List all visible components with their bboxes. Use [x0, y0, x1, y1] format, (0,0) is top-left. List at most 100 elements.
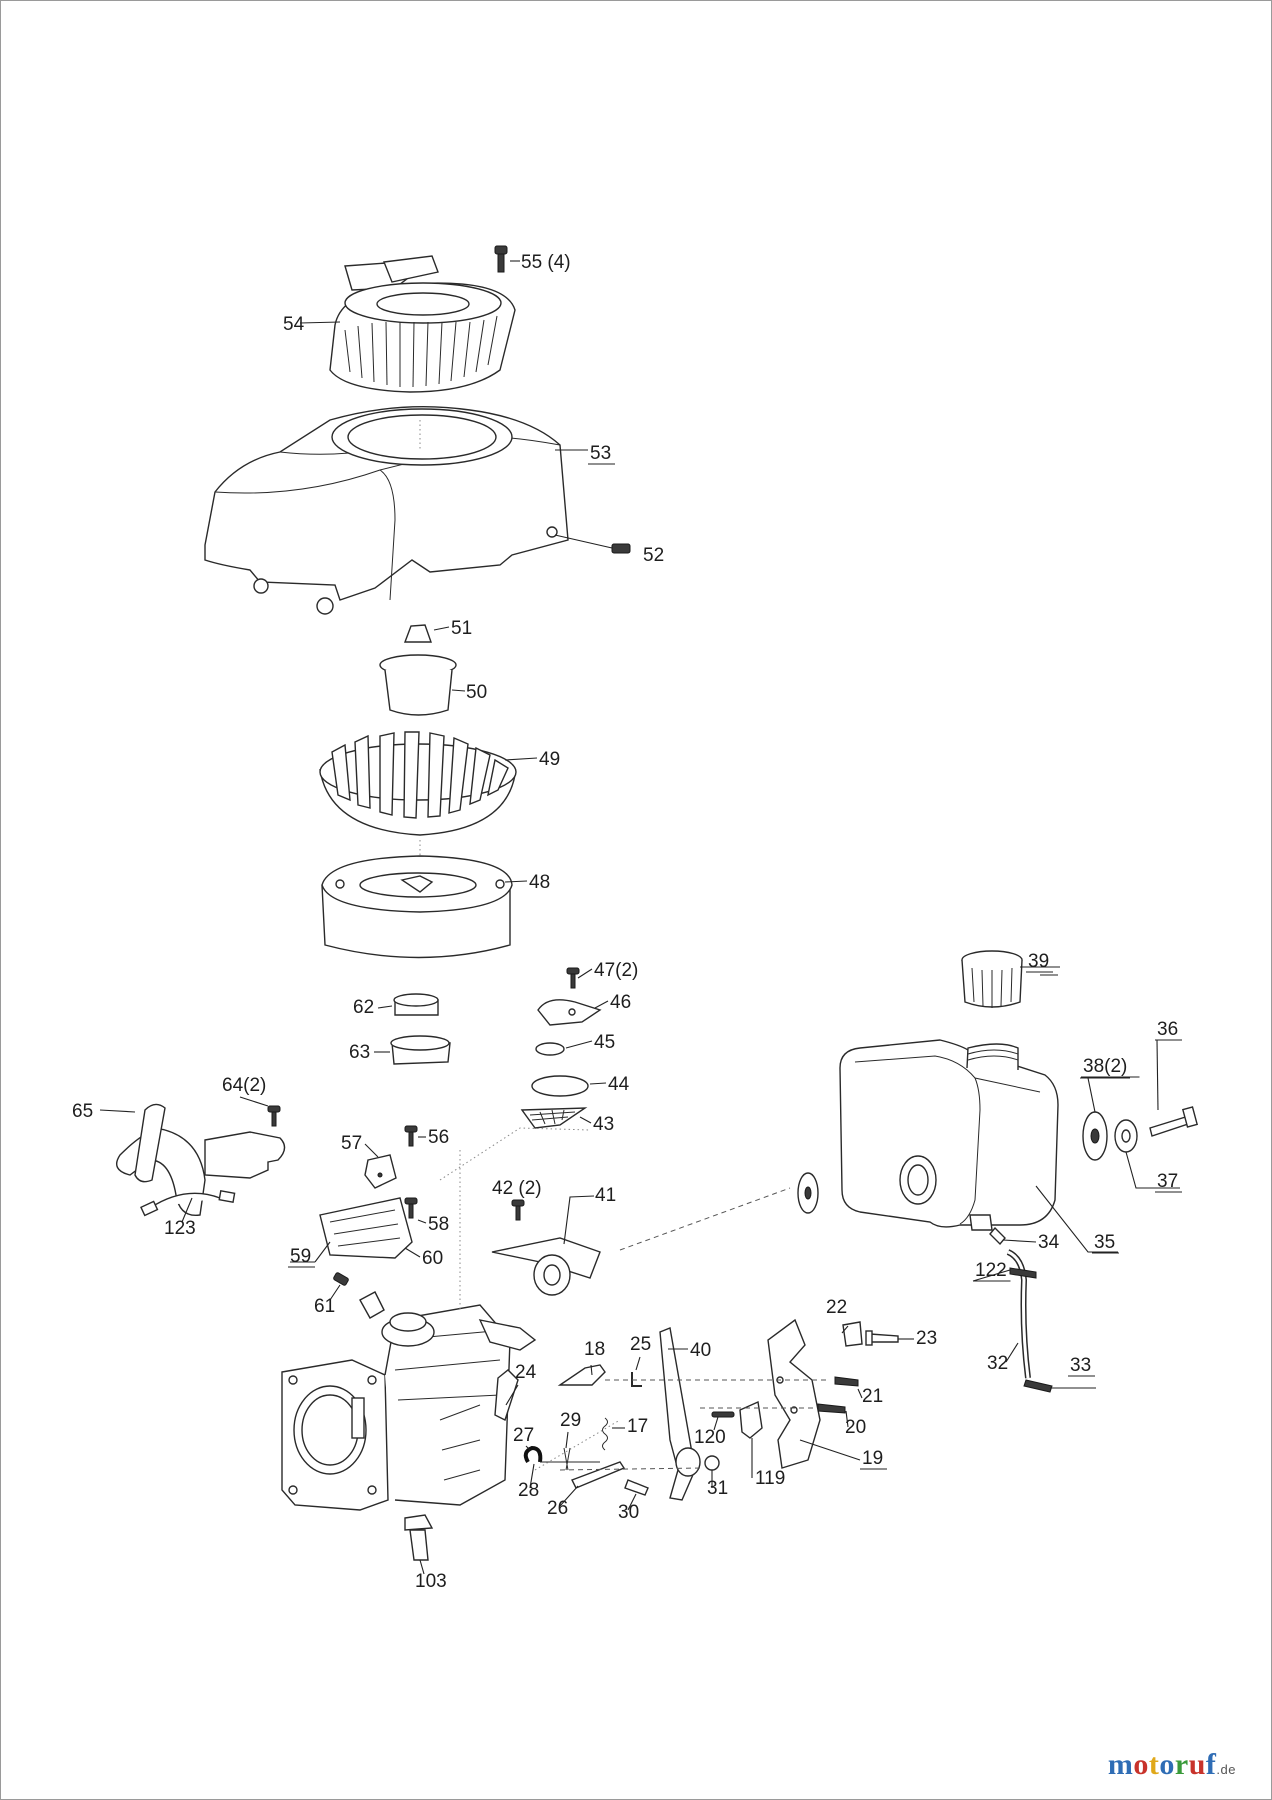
callout-p62: 62: [353, 997, 374, 1018]
callout-labels: 55 (4)5453525150494847(2)46454443626364(…: [72, 252, 1182, 1592]
part-44-gasket: [531, 1075, 589, 1097]
watermark-letter: t: [1148, 1748, 1160, 1781]
part-54-recoil-starter: [329, 255, 516, 393]
part-57-bracket: [364, 1154, 397, 1189]
callout-p56: 56: [428, 1127, 449, 1148]
part-48-flywheel-plate: [321, 840, 513, 959]
part-32-fuel-line: [1006, 1249, 1031, 1379]
watermark-logo: motoruf.de: [1108, 1748, 1236, 1782]
callout-p40: 40: [690, 1340, 711, 1361]
part-52-screw: [554, 534, 631, 554]
part-17-spring: [602, 1417, 608, 1451]
callout-p17: 17: [627, 1416, 648, 1437]
watermark-letter: o: [1133, 1748, 1149, 1781]
part-55-screw: [494, 245, 508, 273]
part-21-screw: [834, 1376, 859, 1387]
part-38-washer-right: [1082, 1111, 1108, 1161]
callout-p38: 38(2): [1083, 1056, 1127, 1077]
callout-p51: 51: [451, 618, 472, 639]
callout-p122: 122: [975, 1260, 1007, 1281]
callout-p58: 58: [428, 1214, 449, 1235]
callout-p55: 55 (4): [521, 252, 571, 273]
part-37-washer: [1114, 1119, 1138, 1153]
watermark-tld: .de: [1216, 1762, 1236, 1777]
callout-p49: 49: [539, 749, 560, 770]
part-56-screw: [404, 1125, 418, 1147]
part-45-gasket: [535, 1042, 565, 1056]
callout-p50: 50: [466, 682, 487, 703]
part-46-cover: [537, 999, 602, 1026]
part-47-screw: [566, 967, 580, 989]
part-38-washer-left: [797, 1172, 819, 1214]
callout-p39: 39: [1028, 951, 1049, 972]
watermark-letter: f: [1205, 1748, 1217, 1781]
part-33-clamp: [1023, 1379, 1053, 1393]
part-103-plug: [404, 1514, 434, 1561]
guide-line-linkage-4: [534, 1419, 621, 1471]
part-49-flywheel: [319, 731, 517, 836]
part-61-screw: [333, 1272, 349, 1286]
part-36-bolt: [1149, 1106, 1199, 1137]
part-51-nut: [403, 624, 432, 643]
part-120-pin: [711, 1411, 735, 1418]
part-25-bracket: [631, 1372, 642, 1387]
watermark-letter: o: [1159, 1748, 1175, 1781]
callout-p120: 120: [694, 1427, 726, 1448]
part-64-coil: [204, 1105, 286, 1179]
callout-p33: 33: [1070, 1355, 1091, 1376]
part-30-bolt: [624, 1479, 649, 1496]
callout-p20: 20: [845, 1417, 866, 1438]
guide-line-filter: [439, 1127, 591, 1181]
part-26-governor-arm: [540, 1461, 626, 1489]
callout-p123: 123: [164, 1218, 196, 1239]
callout-p45: 45: [594, 1032, 615, 1053]
callout-p32: 32: [987, 1353, 1008, 1374]
callout-p31: 31: [707, 1478, 728, 1499]
part-59-60-plate: [319, 1197, 413, 1259]
callout-p103: 103: [415, 1571, 447, 1592]
part-31-nut: [704, 1455, 720, 1471]
part-62-collar: [393, 993, 439, 1016]
engine-block: [281, 1150, 537, 1511]
part-27-clip: [523, 1445, 543, 1464]
callout-p64: 64(2): [222, 1075, 266, 1096]
callout-p21: 21: [862, 1386, 883, 1407]
part-41-exhaust-gasket: [491, 1237, 601, 1296]
callout-p19: 19: [862, 1448, 883, 1469]
part-122-clamp: [1009, 1267, 1037, 1279]
part-42-screw: [511, 1199, 525, 1221]
callout-p60: 60: [422, 1248, 443, 1269]
guide-line-tank: [619, 1187, 791, 1251]
callout-p37: 37: [1157, 1171, 1178, 1192]
part-63-collar: [390, 1035, 451, 1065]
part-19-control-plate: [767, 1318, 821, 1469]
part-119-bracket: [739, 1400, 763, 1439]
callout-p22: 22: [826, 1297, 847, 1318]
callout-p54: 54: [283, 314, 305, 335]
callout-p61: 61: [314, 1296, 335, 1317]
watermark-letter: r: [1174, 1748, 1189, 1781]
part-22-clip: [842, 1321, 863, 1347]
part-58-screw: [404, 1197, 418, 1219]
callout-p23: 23: [916, 1328, 937, 1349]
callout-p41: 41: [595, 1185, 616, 1206]
callout-p65: 65: [72, 1101, 93, 1122]
callout-p30: 30: [618, 1502, 639, 1523]
part-39-fuel-cap: [961, 950, 1023, 1008]
part-50-starter-cup: [379, 654, 457, 716]
callout-p47: 47(2): [594, 960, 638, 981]
callout-p63: 63: [349, 1042, 370, 1063]
callout-p52: 52: [643, 545, 664, 566]
part-29-pin: [563, 1447, 571, 1471]
part-43-screen: [520, 1107, 588, 1129]
callout-p119: 119: [755, 1468, 785, 1489]
callout-p44: 44: [608, 1074, 630, 1095]
callout-p35: 35: [1094, 1232, 1115, 1253]
watermark-letter: m: [1107, 1748, 1134, 1781]
callout-p34: 34: [1038, 1232, 1060, 1253]
part-40-throttle-lever: [659, 1327, 701, 1501]
callout-p26: 26: [547, 1498, 568, 1519]
callout-p25: 25: [630, 1334, 651, 1355]
